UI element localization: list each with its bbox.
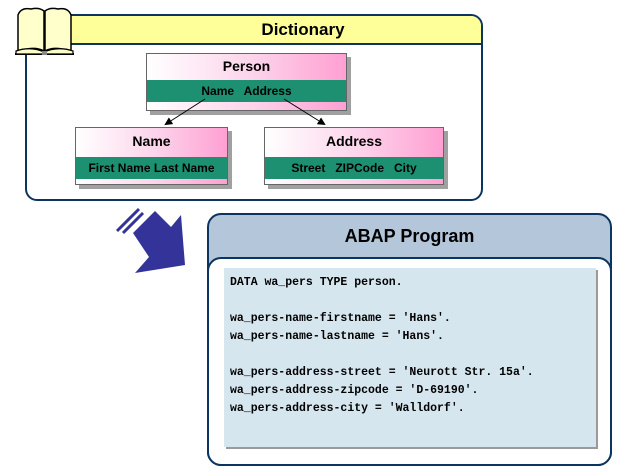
dictionary-title: Dictionary (261, 20, 345, 39)
dictionary-header-divider (25, 43, 483, 45)
person-structure-fields: Name Address (147, 80, 346, 102)
code-line: wa_pers-name-firstname = 'Hans'. (230, 312, 451, 325)
abap-program-title: ABAP Program (344, 226, 475, 246)
person-structure-title: Person (222, 58, 271, 74)
code-panel: DATA wa_pers TYPE person. wa_pers-name-f… (224, 268, 596, 447)
code-line: wa_pers-address-street = 'Neurott Str. 1… (230, 366, 534, 379)
name-structure-title: Name (132, 133, 171, 149)
code-line: DATA wa_pers TYPE person. (230, 276, 403, 289)
name-structure-box: Name First Name Last Name (75, 127, 228, 185)
dictionary-header (27, 16, 481, 44)
arrow-down-right-icon (115, 207, 185, 273)
code-line: wa_pers-address-zipcode = 'D-69190'. (230, 384, 479, 397)
code-line: wa_pers-address-city = 'Walldorf'. (230, 402, 465, 415)
code-line: wa_pers-name-lastname = 'Hans'. (230, 330, 444, 343)
address-structure-box: Address Street ZIPCode City (264, 127, 444, 185)
book-icon (15, 7, 74, 55)
address-structure-fields: Street ZIPCode City (265, 157, 443, 179)
name-structure-fields: First Name Last Name (76, 157, 227, 179)
address-structure-title: Address (325, 133, 383, 149)
person-structure-box: Person Name Address (146, 53, 347, 111)
